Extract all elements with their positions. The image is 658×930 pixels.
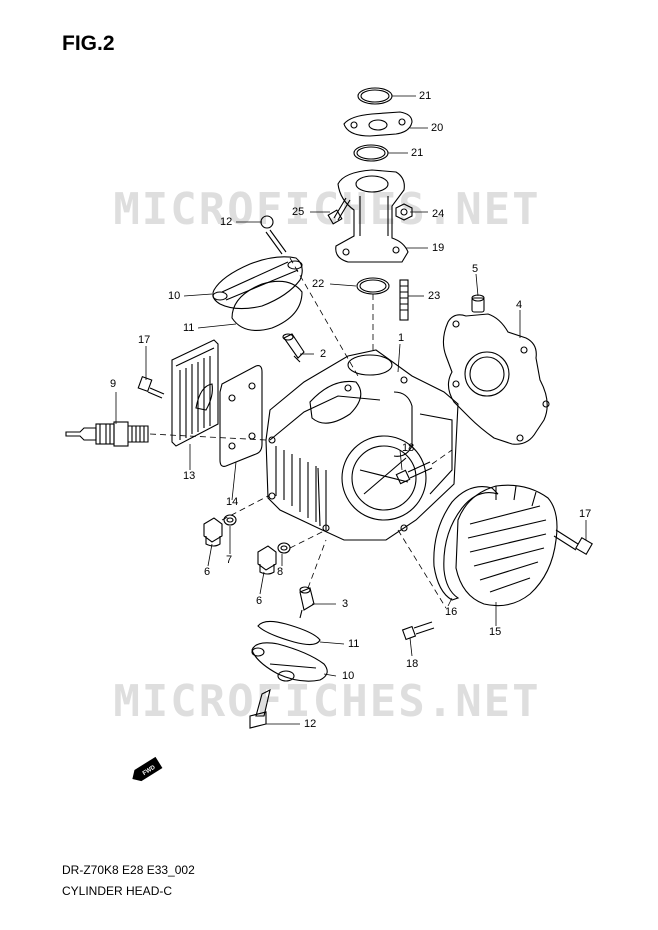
intake-pipe-part (335, 169, 409, 263)
callout-7: 7 (226, 554, 233, 566)
callout-10-upper: 10 (168, 290, 181, 302)
callout-3: 3 (342, 598, 349, 610)
o-ring-part-8 (277, 542, 291, 554)
callout-8: 8 (277, 566, 284, 578)
o-ring-lower-part (353, 144, 389, 162)
callout-10-lower: 10 (342, 670, 355, 682)
side-gasket-part-14 (219, 365, 263, 467)
callout-14: 14 (226, 496, 239, 508)
diagram-code: DR-Z70K8 E28 E33_002 (62, 863, 195, 877)
callout-19: 19 (432, 242, 445, 254)
spark-plug-part-9 (65, 421, 149, 447)
stud-part-23 (399, 279, 409, 321)
callout-6-lower: 6 (256, 595, 263, 607)
callout-11-upper: 11 (183, 322, 195, 334)
bolt-part-17-left (137, 375, 165, 399)
callout-1: 1 (398, 332, 405, 344)
callout-20: 20 (431, 122, 444, 134)
callout-11-lower: 11 (348, 638, 360, 650)
callout-21-upper: 21 (419, 90, 432, 102)
forward-direction-badge: FWD (132, 756, 163, 782)
callout-9: 9 (110, 378, 117, 390)
callout-2: 2 (320, 348, 327, 360)
finned-cover-part-15 (455, 484, 558, 607)
cylinder-head-part-1 (265, 349, 459, 541)
diagram-name: CYLINDER HEAD-C (62, 884, 173, 898)
o-ring-part-11-lower (257, 620, 321, 646)
bolt-part-17-right (553, 529, 593, 555)
adjuster-part-2 (282, 333, 305, 363)
valve-cover-part-10-upper (212, 256, 303, 310)
valve-cover-part-10-lower (251, 642, 328, 682)
leader-lines (115, 95, 587, 725)
o-ring-part-11-upper (231, 280, 303, 331)
nut-part-24 (395, 203, 413, 221)
bolt-part-12-upper (260, 215, 287, 255)
callout-16: 16 (445, 606, 458, 618)
callout-12-upper: 12 (220, 216, 233, 228)
callout-4: 4 (516, 299, 523, 311)
callout-21-lower: 21 (411, 147, 424, 159)
cap-part-6-lower (257, 545, 277, 575)
intake-flange-part (343, 111, 413, 137)
callout-24: 24 (432, 208, 445, 220)
assembly-lines (149, 257, 453, 609)
callout-15: 15 (489, 626, 502, 638)
callout-23: 23 (428, 290, 441, 302)
head-gasket-part-4 (442, 313, 550, 445)
dowel-part-5 (471, 294, 485, 313)
watermark-top: MICROFICHES.NET (113, 184, 541, 235)
o-ring-part-22 (356, 277, 390, 295)
o-ring-part-7 (223, 514, 237, 526)
callout-18-upper: 18 (402, 442, 415, 454)
bolt-part-12-lower (249, 688, 271, 729)
callout-18-lower: 18 (406, 658, 419, 670)
side-cover-part-13 (171, 339, 219, 447)
gasket-part-16 (433, 486, 499, 601)
figure-title: FIG.2 (62, 32, 115, 55)
bolt-part-25 (327, 197, 351, 225)
bolt-part-18-lower (401, 621, 435, 641)
adjuster-part-3 (299, 586, 315, 619)
callout-17-left: 17 (138, 334, 151, 346)
bolt-part-18-upper (395, 461, 433, 485)
watermark-bottom: MICROFICHES.NET (113, 676, 541, 727)
callout-12-lower: 12 (304, 718, 317, 730)
callout-13: 13 (183, 470, 196, 482)
callout-6-upper: 6 (204, 566, 211, 578)
callout-17-right: 17 (579, 508, 592, 520)
callout-22: 22 (312, 278, 325, 290)
o-ring-upper-part (357, 87, 393, 105)
callout-25: 25 (292, 206, 305, 218)
cap-part-6-upper (203, 517, 223, 547)
callout-5: 5 (472, 263, 479, 275)
